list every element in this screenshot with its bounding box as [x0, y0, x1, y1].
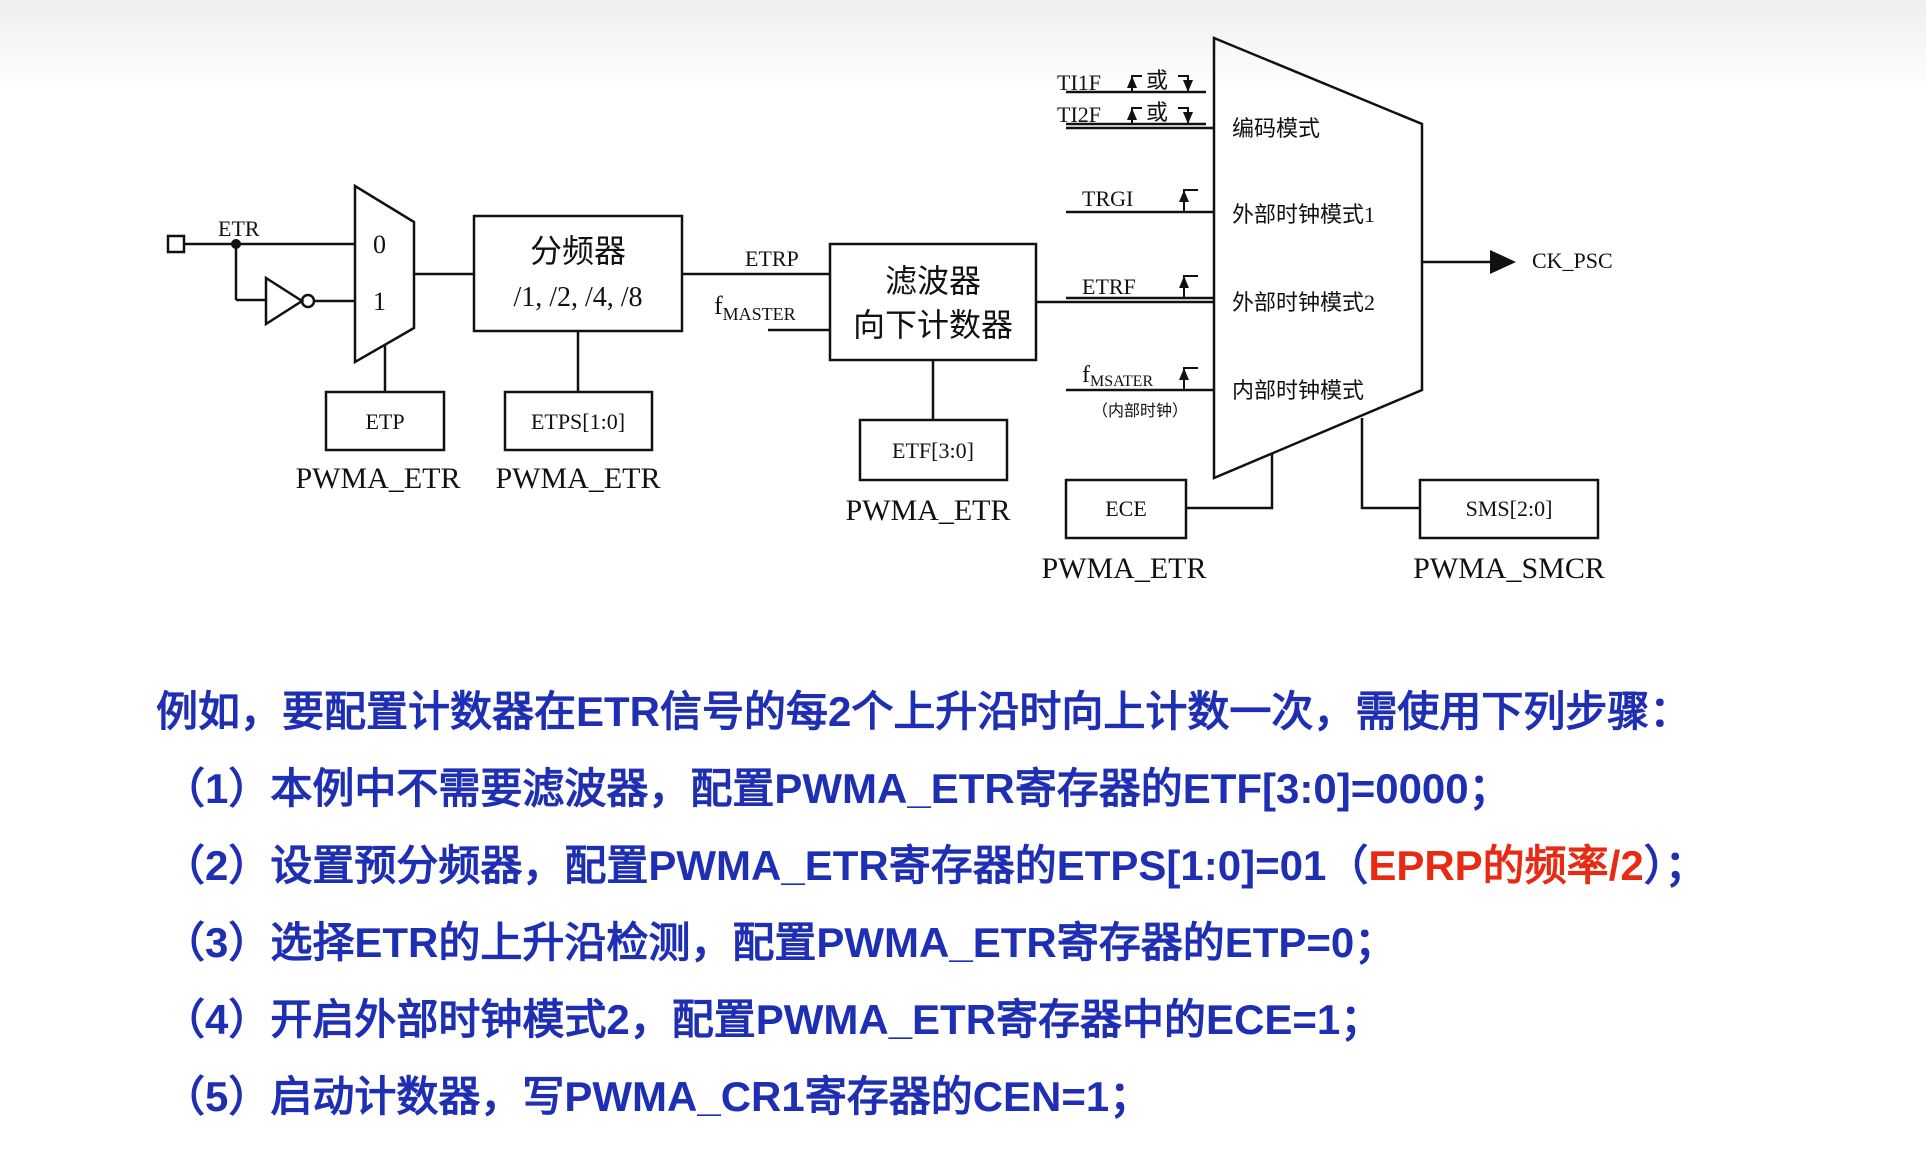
ck-psc-arrow — [1490, 250, 1516, 274]
etf-box — [858, 418, 1009, 482]
prescaler-ratios: /1, /2, /4, /8 — [513, 282, 642, 313]
etps-register: PWMA_ETR — [496, 462, 661, 495]
inverter-gate — [264, 275, 305, 327]
input-mux — [353, 183, 416, 365]
etp-box — [324, 390, 446, 452]
etr-label: ETR — [218, 216, 260, 241]
etrp-label: ETRP — [745, 246, 799, 271]
sms-box — [1418, 478, 1600, 540]
trgi-label: TRGI — [1082, 186, 1133, 211]
ti2f-label: TI2F — [1057, 102, 1101, 127]
mode-encoder: 编码模式 — [1232, 116, 1320, 141]
etr-pin — [166, 234, 186, 254]
prescaler-title: 分频器 — [530, 233, 626, 269]
filter-subtitle: 向下计数器 — [853, 307, 1013, 343]
ece-register: PWMA_ETR — [1042, 552, 1207, 585]
etrf-label: ETRF — [1082, 274, 1136, 299]
etp-box-label: ETP — [365, 409, 404, 434]
top-shade — [0, 0, 1926, 90]
mode-external-2: 外部时钟模式2 — [1232, 290, 1375, 315]
sms-register: PWMA_SMCR — [1413, 552, 1605, 585]
or-symbol-1: 或 — [1146, 68, 1168, 93]
ece-box-label: ECE — [1105, 496, 1147, 521]
mux-input-1: 1 — [373, 287, 386, 316]
filter-title: 滤波器 — [885, 263, 981, 299]
ck-psc-label: CK_PSC — [1532, 248, 1613, 273]
mode-external-1: 外部时钟模式1 — [1232, 202, 1375, 227]
etr-junction — [231, 239, 241, 249]
fmsater-label: fMSATER — [1082, 362, 1153, 390]
mode-internal: 内部时钟模式 — [1232, 378, 1364, 403]
ti1f-label: TI1F — [1057, 70, 1101, 95]
etps-box — [503, 390, 654, 452]
sms-box-label: SMS[2:0] — [1466, 496, 1553, 521]
etf-box-label: ETF[3:0] — [892, 438, 974, 463]
etp-register: PWMA_ETR — [296, 462, 461, 495]
etf-register: PWMA_ETR — [846, 494, 1011, 527]
internal-clock-note: （内部时钟） — [1092, 402, 1188, 420]
etps-box-label: ETPS[1:0] — [531, 409, 625, 434]
fmaster-label: fMASTER — [714, 291, 796, 324]
ece-box — [1064, 478, 1188, 540]
or-symbol-2: 或 — [1146, 100, 1168, 125]
mux-input-0: 0 — [373, 230, 386, 259]
mode-selector — [1212, 36, 1424, 480]
